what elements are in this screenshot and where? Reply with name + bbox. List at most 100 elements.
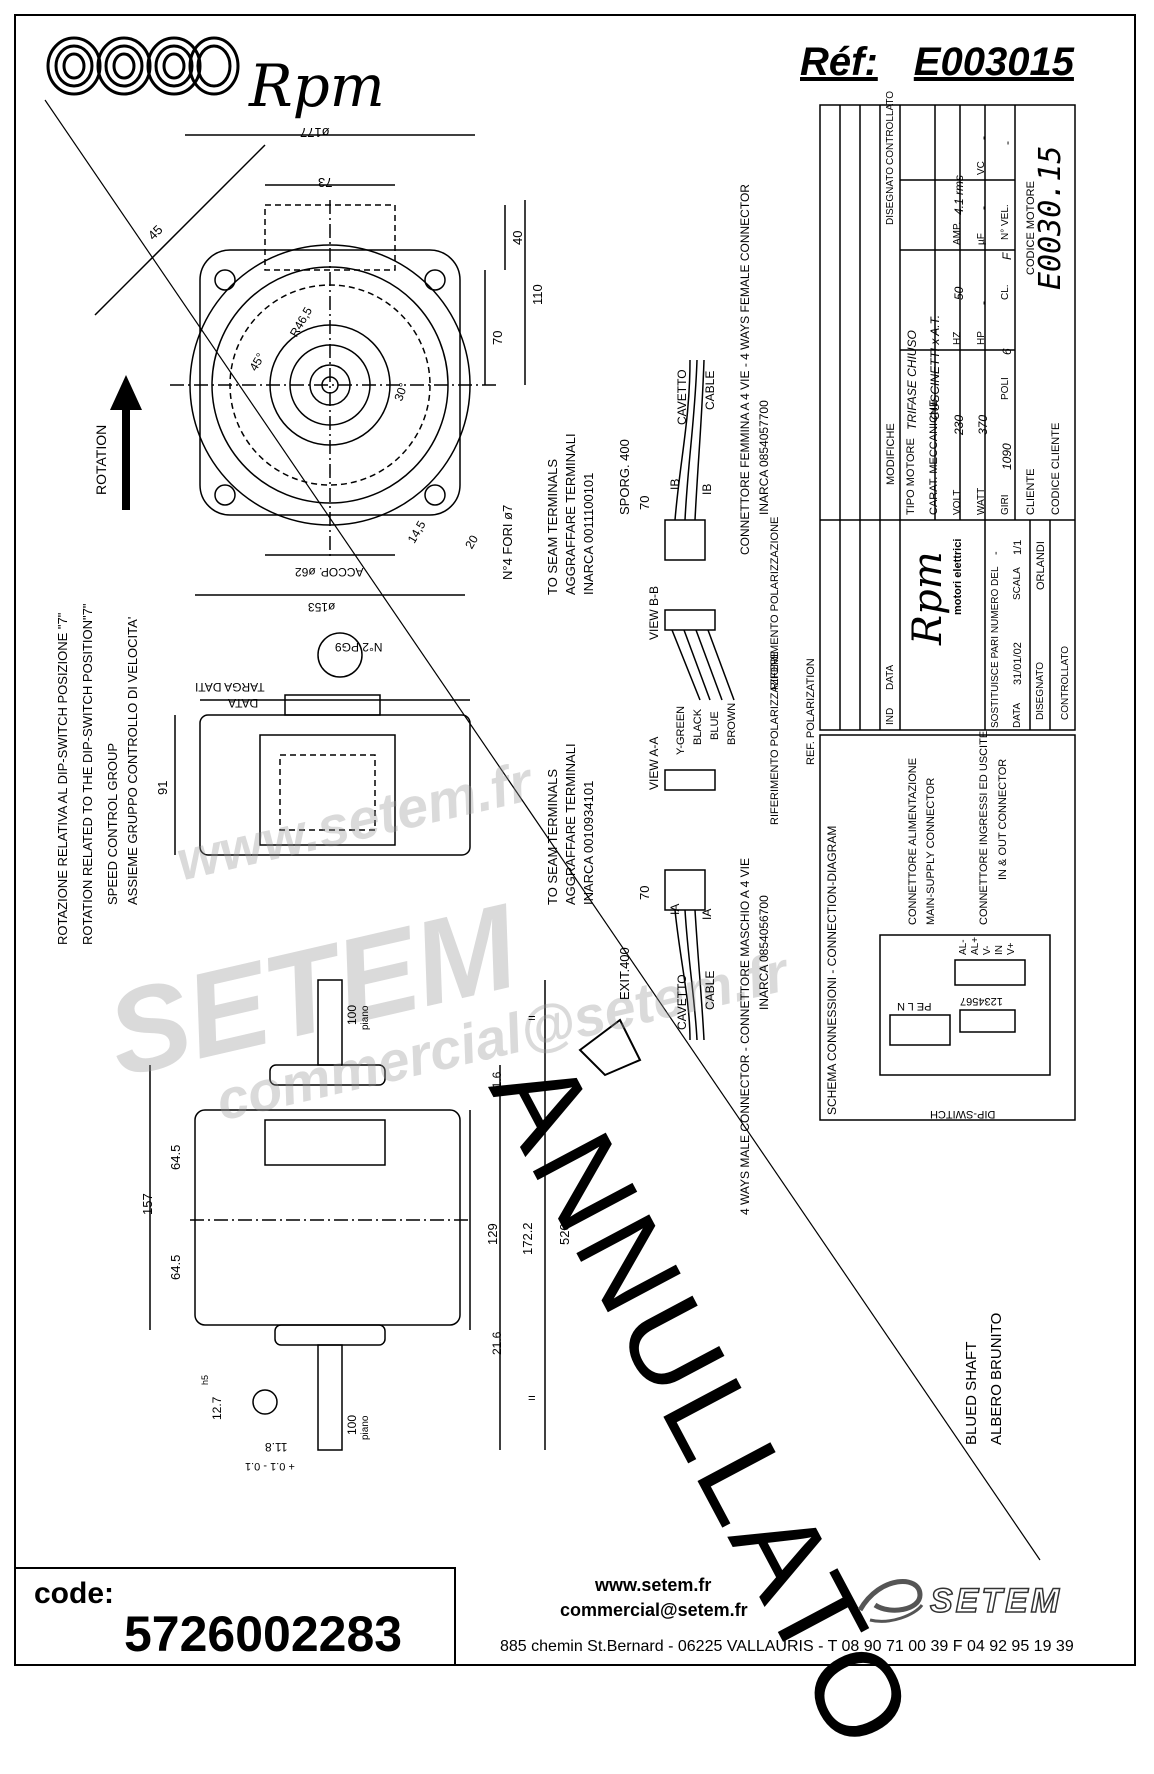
tb-carat: CUSCINETTI x A.T. [928, 314, 942, 420]
mc-exit: EXIT.400 [617, 947, 632, 1000]
dim-piano-b: piano [360, 1415, 371, 1440]
ref-value: E003015 [913, 40, 1074, 84]
dim-157: 157 [140, 1193, 155, 1215]
setem-swirl-icon [857, 1579, 924, 1623]
technical-drawing [44, 99, 1076, 1561]
schema-alim-en: MAIN-SUPPLY CONNECTOR [925, 777, 937, 925]
ref-polarization: REF. POLARIZATION [805, 658, 817, 765]
schema-title: SCHEMA CONNESSIONI - CONNECTION-DIAGRAM [825, 825, 839, 1115]
brand-name: Rpm [249, 52, 385, 120]
dim-21-6b: 21.6 [490, 1331, 504, 1355]
website-link[interactable]: www.setem.fr [595, 1575, 712, 1595]
setem-logo: SETEM [850, 1570, 1110, 1630]
fc-to-seam: TO SEAM TERMINALS [545, 458, 560, 595]
tb-rpm-sub: motori elettrici [952, 538, 964, 615]
tb-codice-motore: E0030.15 [1033, 145, 1068, 291]
mc-title: 4 WAYS MALE CONNECTOR - CONNETTORE MASCH… [738, 858, 752, 1215]
dim-129: 129 [485, 1223, 500, 1245]
tb-scala-lbl: SCALA [1012, 567, 1023, 600]
tb-hz: 50 [952, 286, 966, 300]
motor-front-view [94, 134, 526, 596]
dim-d177: ø177 [300, 125, 330, 140]
dim-pg9: N°2 PG9 [335, 640, 383, 654]
dim-accop: ACCOP. ø62 [295, 565, 364, 579]
wire-3: BROWN [726, 702, 738, 745]
fc-inarca: INARCA 0011100101 [581, 472, 596, 595]
rpm-coil-icon [46, 36, 240, 96]
tb-codice-cliente-lbl: CODICE CLIENTE [1050, 422, 1062, 515]
schema-pe-l-n: PE L N [897, 1000, 932, 1012]
mc-to-seam: TO SEAM TERMINALS [545, 768, 560, 905]
address: 885 chemin St.Bernard - 06225 VALLAURIS … [500, 1638, 1074, 1655]
dim-40: 40 [510, 230, 525, 245]
tb-modifiche: MODIFICHE [885, 423, 897, 485]
view-aa-connector [664, 769, 716, 791]
dim-100a: 100 [345, 1004, 359, 1025]
dim-piano-a: piano [360, 1005, 371, 1030]
motor-body-view [149, 979, 546, 1451]
shaft-it: ALBERO BRUNITO [988, 1312, 1005, 1445]
rif-polarizzazione-2: RIFERIMENTO POLARIZZAZIONE [769, 651, 781, 825]
male-connector-drawing [664, 869, 706, 1041]
fc-70: 70 [637, 495, 652, 510]
fc-sporg: SPORG. 400 [617, 439, 632, 515]
schema-frame [819, 734, 1076, 1121]
dim-91: 91 [155, 780, 170, 795]
mc-ia2: IA [700, 908, 714, 920]
tb-controllato-lbl: CONTROLLATO [1060, 645, 1071, 720]
tb-sost-val: - [990, 551, 1002, 555]
mc-code: INARCA 0854056700 [757, 895, 771, 1010]
fc-ib2: IB [700, 483, 714, 495]
tb-nvel-lbl: N° VEL. [1000, 204, 1011, 240]
fc-cavetto: CAVETTO [675, 369, 689, 425]
tb-amp: 4.1 rms [952, 174, 966, 215]
tb-watt-lbl: WATT [976, 487, 987, 515]
fc-code: INARCA 0854057700 [757, 400, 771, 515]
dim-110: 110 [530, 284, 545, 305]
motor-control-box-view [174, 632, 471, 856]
dim-eq-top: = [528, 1010, 536, 1025]
tb-scala-val: 1/1 [1012, 539, 1024, 555]
tb-data-val: 31/01/02 [1012, 642, 1024, 685]
tb-disegnato-val: ORLANDI [1035, 541, 1047, 590]
tb-disegnato: DISEGNATO [885, 167, 896, 225]
dim-73: 73 [318, 175, 333, 190]
view-aa: VIEW A-A [647, 736, 661, 790]
dim-64-5a: 64.5 [168, 1144, 183, 1170]
schema-dip-numbers: 1234567 [960, 995, 1003, 1007]
schema-io-pin-2: V- [982, 945, 993, 955]
email-link[interactable]: commercial@setem.fr [560, 1600, 748, 1620]
schema-io-it: CONNETTORE INGRESSI ED USCITE [978, 730, 990, 925]
tb-data: DATA [885, 664, 896, 690]
rotation-arrow-icon [110, 375, 142, 510]
mc-inarca: INARCA 0010934101 [581, 780, 596, 905]
fc-title: CONNETTORE FEMMINA A 4 VIE - 4 WAYS FEMA… [738, 184, 752, 555]
code-label: code: [34, 1577, 115, 1610]
ref-label: Réf: [800, 40, 878, 84]
fc-cable: CABLE [703, 370, 717, 410]
mc-cable: CABLE [703, 970, 717, 1010]
title-block-frame [819, 104, 1076, 731]
dim-12-7: 12.7 [210, 1396, 224, 1420]
tb-controllato: CONTROLLATO [885, 90, 896, 165]
tb-cl: F [1000, 252, 1014, 260]
drawing-frame [14, 14, 1136, 1666]
tb-cl-lbl: CL. [1000, 284, 1011, 300]
view-bb-connector [664, 609, 735, 701]
tb-nvel: - [1000, 141, 1014, 145]
dim-eq-bottom: = [528, 1390, 536, 1405]
wire-1: BLACK [692, 708, 704, 745]
schema-alim-it: CONNETTORE ALIMENTAZIONE [907, 757, 919, 925]
tb-volt: 230 [952, 414, 966, 435]
schema-io-pin-4: V+ [1006, 942, 1017, 955]
dim-100b: 100 [345, 1414, 359, 1435]
schema-io-pin-1: AL+ [970, 936, 981, 955]
dim-64-5b: 64.5 [168, 1254, 183, 1280]
fc-ib1: IB [668, 478, 682, 490]
view-bb: VIEW B-B [647, 585, 661, 640]
reference: Réf: E003015 [800, 40, 1074, 85]
dim-tol: + 0.1 - 0.1 [245, 1460, 295, 1472]
wire-0: Y-GREEN [675, 705, 687, 755]
tb-hp: - [976, 301, 990, 305]
tb-watt: 370 [976, 414, 990, 435]
